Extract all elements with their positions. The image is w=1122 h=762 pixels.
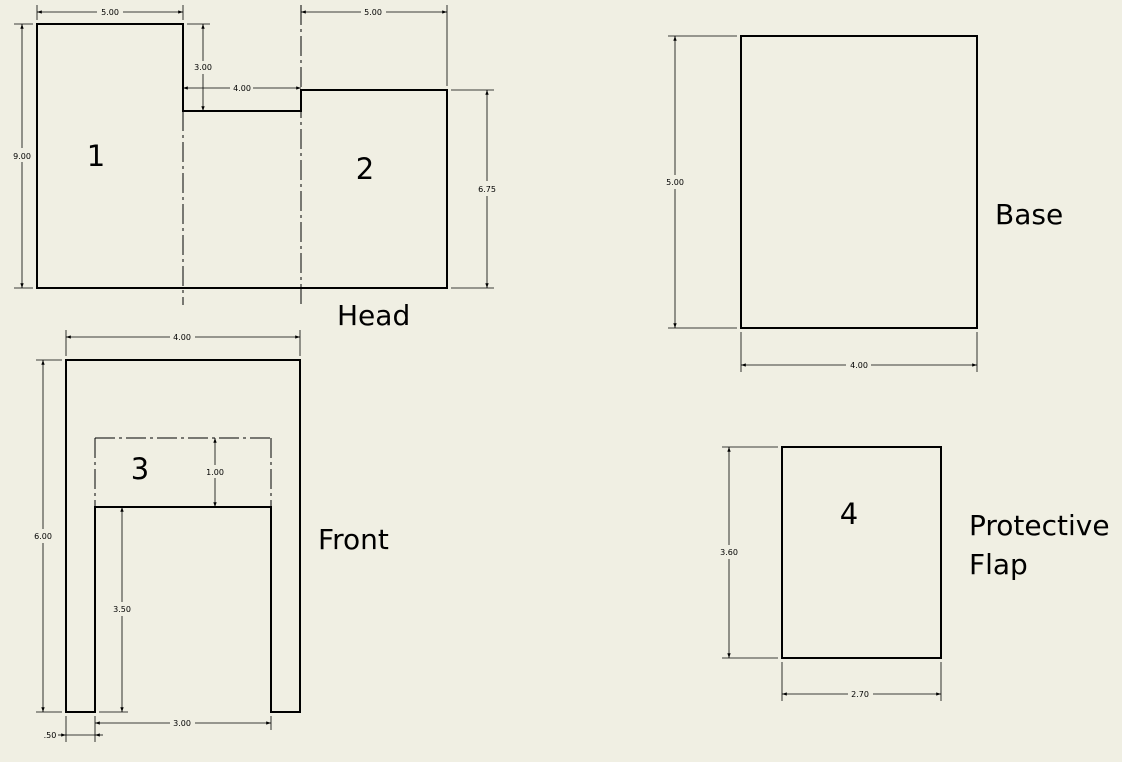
dim-text-flap-width: 2.70 bbox=[851, 690, 869, 699]
dim-text-front-leg-height: 3.50 bbox=[113, 605, 131, 614]
dim-text-front-opening-width: 3.00 bbox=[173, 719, 191, 728]
dim-text-front-width: 4.00 bbox=[173, 333, 191, 342]
part-number-2: 2 bbox=[356, 152, 374, 186]
part-number-4: 4 bbox=[840, 497, 858, 531]
base-outline bbox=[740, 35, 978, 329]
dim-text-head-top-right-width: 5.00 bbox=[364, 8, 382, 17]
flap-view: 4 Protective Flap 3.60 2.70 bbox=[720, 446, 1110, 701]
dim-front-leg-width: .50 bbox=[44, 716, 103, 742]
front-label: Front bbox=[318, 523, 389, 556]
part-number-3: 3 bbox=[131, 452, 149, 486]
dim-flap-width: 2.70 bbox=[781, 662, 942, 701]
dim-text-head-top-left-width: 5.00 bbox=[101, 8, 119, 17]
dim-head-top-left-width: 5.00 bbox=[36, 5, 184, 20]
head-label: Head bbox=[337, 299, 410, 332]
dim-head-notch-depth: 3.00 bbox=[187, 23, 212, 111]
part-number-1: 1 bbox=[87, 139, 105, 173]
dim-front-top-band: 1.00 bbox=[206, 438, 224, 507]
dim-front-height: 6.00 bbox=[34, 359, 62, 713]
flap-label-line-1: Protective bbox=[969, 509, 1110, 542]
dim-front-opening-width: 3.00 bbox=[95, 716, 272, 730]
dim-front-leg-height: 3.50 bbox=[99, 506, 131, 713]
dim-head-total-height: 9.00 bbox=[13, 23, 33, 289]
dim-text-front-top-band: 1.00 bbox=[206, 468, 224, 477]
base-view: Base 5.00 4.00 bbox=[666, 35, 1063, 372]
head-view: 1 2 Head 5.00 5.00 3.00 4 bbox=[13, 5, 496, 332]
dim-text-head-notch-width: 4.00 bbox=[233, 84, 251, 93]
dim-text-flap-height: 3.60 bbox=[720, 548, 738, 557]
dim-base-height: 5.00 bbox=[666, 35, 737, 329]
flap-outline bbox=[781, 446, 942, 659]
dim-base-width: 4.00 bbox=[740, 332, 978, 372]
dim-text-head-notch-depth: 3.00 bbox=[194, 63, 212, 72]
dim-text-front-height: 6.00 bbox=[34, 532, 52, 541]
dim-text-base-width: 4.00 bbox=[850, 361, 868, 370]
front-view: 3 Front 4.00 6.00 1.00 bbox=[34, 330, 389, 742]
dim-front-width: 4.00 bbox=[65, 330, 301, 356]
dim-flap-height: 3.60 bbox=[720, 446, 778, 659]
dim-head-right-height: 6.75 bbox=[451, 89, 496, 289]
head-outline bbox=[36, 23, 448, 289]
dim-head-top-right-width: 5.00 bbox=[301, 5, 448, 86]
base-label: Base bbox=[995, 198, 1063, 231]
dim-text-front-leg-width: .50 bbox=[44, 731, 57, 740]
dim-text-head-right-height: 6.75 bbox=[478, 185, 496, 194]
flap-label-line-2: Flap bbox=[969, 548, 1028, 581]
dim-text-base-height: 5.00 bbox=[666, 178, 684, 187]
dim-head-notch-width: 4.00 bbox=[183, 84, 301, 93]
dim-text-head-total-height: 9.00 bbox=[13, 152, 31, 161]
front-outline bbox=[65, 359, 301, 713]
